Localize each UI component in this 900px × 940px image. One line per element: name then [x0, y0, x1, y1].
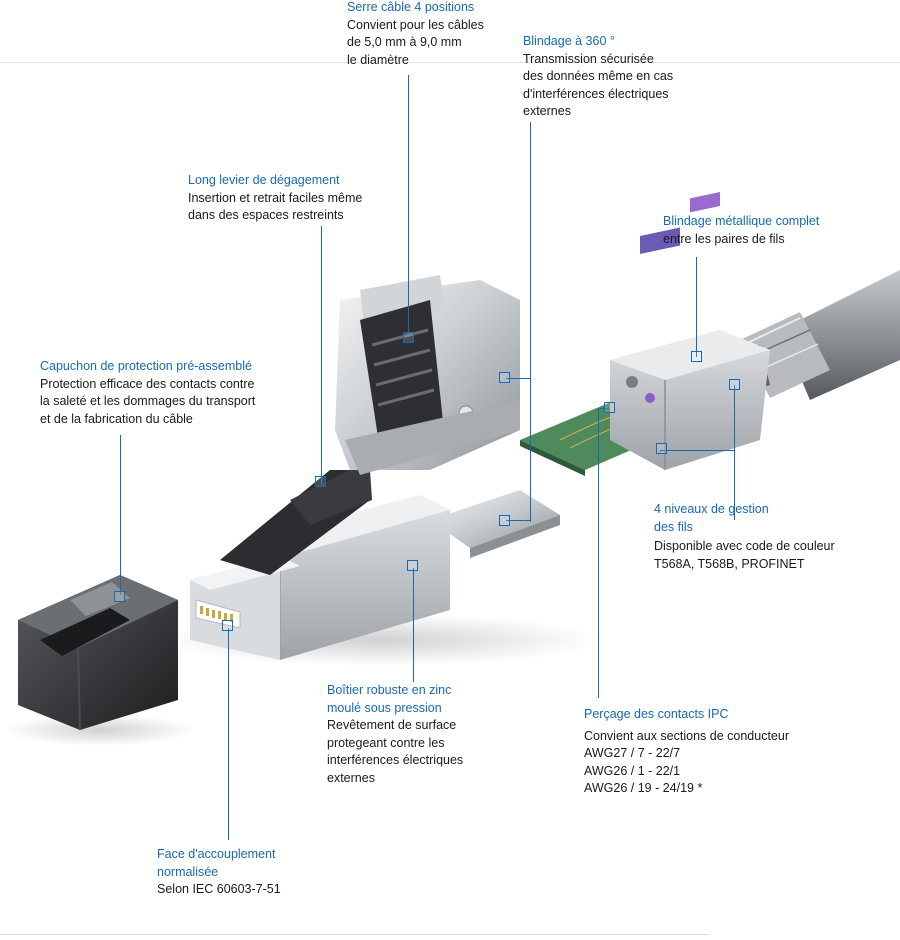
callout-title: moulé sous pression [327, 700, 442, 715]
callout-blindage-metallique: Blindage métallique complet entre les pa… [663, 213, 819, 248]
callout-line: la saleté et les dommages du transport [40, 394, 256, 408]
leader-blindage-metallique [696, 257, 697, 357]
leader-niveaux [734, 385, 735, 520]
callout-title: Face d'accouplement [157, 847, 276, 861]
callout-line: dans des espaces restreints [188, 208, 344, 222]
callout-line: Convient aux sections de conducteur [584, 728, 789, 743]
leader-long-levier [321, 226, 322, 484]
callout-line: Selon IEC 60603-7-51 [157, 882, 281, 896]
leader-face [228, 628, 229, 840]
callout-title: 4 niveaux de gestion [654, 502, 769, 516]
callout-line: le diamètre [347, 52, 409, 67]
callout-title: normalisée [157, 864, 219, 879]
callout-line: interférences électriques [327, 753, 464, 767]
callout-line: T568A, T568B, PROFINET [654, 556, 805, 571]
callout-line: externes [327, 770, 375, 785]
callout-percage: Perçage des contacts IPC Convient aux se… [584, 706, 789, 798]
marker-long-levier [315, 476, 326, 487]
leader-boitier [413, 568, 414, 682]
top-divider [0, 62, 900, 63]
callout-long-levier: Long levier de dégagement Insertion et r… [188, 172, 362, 225]
callout-serre-cable: Serre câble 4 positions Convient pour le… [347, 0, 484, 69]
callout-line: Transmission sécurisée [523, 51, 654, 66]
marker-blindage-360-top [499, 372, 510, 383]
callout-boitier: Boîtier robuste en zinc moulé sous press… [327, 682, 463, 787]
marker-face [222, 620, 233, 631]
callout-line: entre les paires de fils [663, 231, 785, 246]
marker-boitier [407, 560, 418, 571]
leader-serre-cable [408, 75, 409, 335]
callout-niveaux: 4 niveaux de gestion des fils Disponible… [654, 501, 835, 573]
leader-blindage-360 [530, 122, 531, 522]
callout-line: de 5,0 mm à 9,0 mm [347, 35, 462, 49]
callout-title: Serre câble 4 positions [347, 0, 475, 14]
callout-line: AWG26 / 1 - 22/1 [584, 763, 681, 778]
callout-line: AWG27 / 7 - 22/7 [584, 746, 681, 760]
callout-line: AWG26 / 19 - 24/19 * [584, 781, 703, 795]
callout-title: Boîtier robuste en zinc [327, 683, 452, 697]
leader-capuchon [120, 435, 121, 595]
leader-niveaux-stub [660, 450, 661, 452]
marker-percage [604, 402, 615, 413]
callout-blindage-360: Blindage à 360 ° Transmission sécurisée … [523, 33, 673, 121]
callout-capuchon: Capuchon de protection pré-assemblé Prot… [40, 358, 255, 428]
callout-line: Revêtement de surface [327, 718, 457, 732]
callout-face: Face d'accouplement normalisée Selon IEC… [157, 846, 281, 899]
leader-blindage-360-branch-bottom [506, 520, 530, 521]
callout-title: Long levier de dégagement [188, 173, 340, 187]
callout-line: Insertion et retrait faciles même [188, 190, 363, 205]
callout-line: protegeant contre les [327, 735, 445, 750]
callout-line: d'interférences électriques [523, 86, 669, 101]
callout-line: des données même en cas [523, 69, 674, 83]
callout-line: Convient pour les câbles [347, 17, 484, 32]
leader-blindage-360-branch-top [506, 378, 530, 379]
callout-line: Protection efficace des contacts contre [40, 376, 255, 391]
wire-manager [520, 191, 770, 476]
callout-line: et de la fabrication du câble [40, 411, 193, 426]
marker-blindage-360-bottom [499, 515, 510, 526]
marker-blindage-metallique [691, 351, 702, 362]
marker-capuchon [114, 591, 125, 602]
callout-title: Perçage des contacts IPC [584, 707, 729, 721]
callout-title: des fils [654, 519, 693, 534]
leader-niveaux-branch [660, 450, 734, 451]
marker-niveaux-top [729, 379, 740, 390]
marker-serre-cable [403, 332, 414, 343]
callout-line: Disponible avec code de couleur [654, 539, 835, 553]
callout-title: Capuchon de protection pré-assemblé [40, 359, 252, 373]
cap-shadow [5, 714, 195, 746]
marker-niveaux-bottom [656, 443, 667, 454]
bottom-divider [0, 934, 710, 935]
connector-body [190, 275, 560, 660]
protective-cap [18, 575, 178, 731]
callout-title: Blindage à 360 ° [523, 34, 615, 48]
callout-title: Blindage métallique complet [663, 214, 820, 228]
callout-line: externes [523, 104, 571, 118]
leader-percage [598, 408, 599, 698]
